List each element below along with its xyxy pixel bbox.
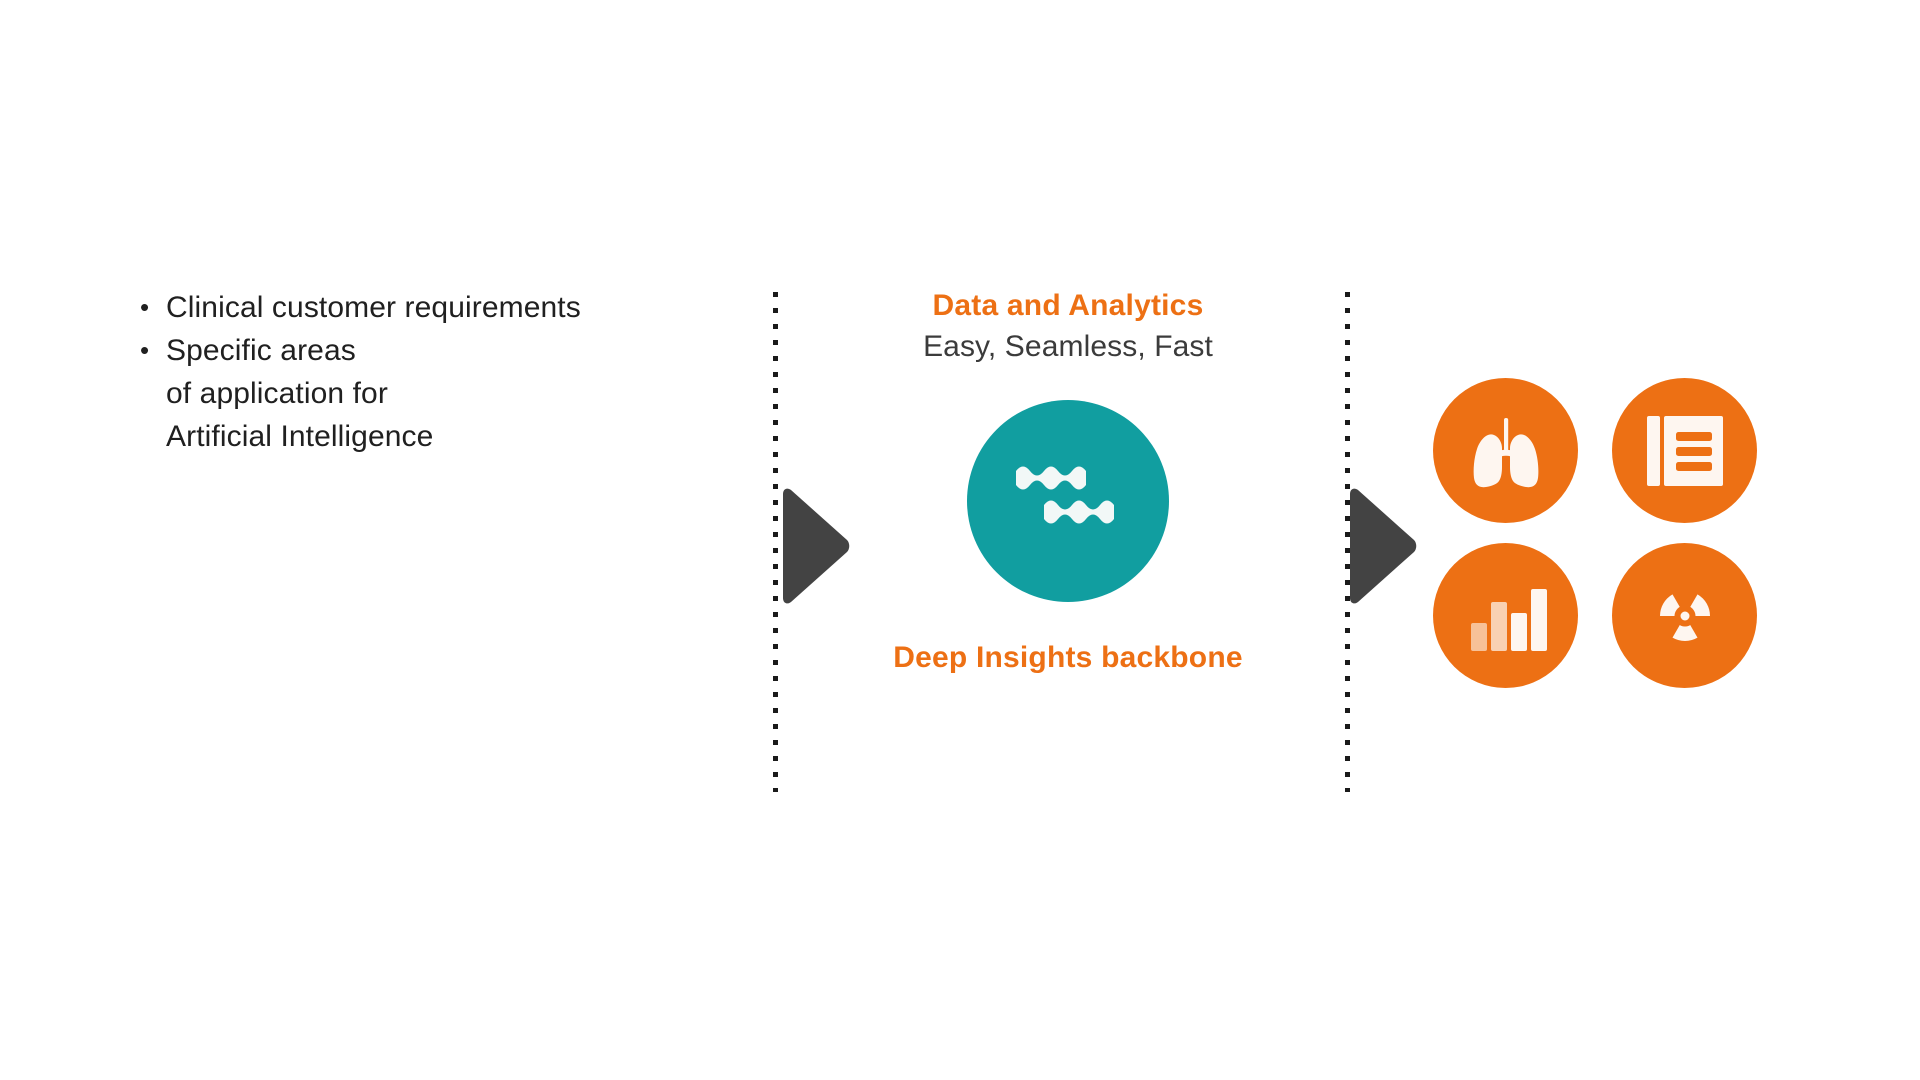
list-item: • Clinical customer requirements xyxy=(140,286,660,329)
bar-chart-icon xyxy=(1470,588,1547,651)
bullet-text: Specific areas of application for Artifi… xyxy=(166,334,434,453)
dotted-divider-1 xyxy=(773,292,778,792)
center-column: Data and Analytics Easy, Seamless, Fast … xyxy=(818,286,1318,678)
data-waves-icon xyxy=(1016,466,1114,524)
teal-circle xyxy=(967,400,1169,602)
report-book-icon xyxy=(1646,415,1723,486)
application-area-radiology[interactable] xyxy=(1612,543,1757,688)
bullet-point-icon: • xyxy=(140,335,150,365)
application-area-lungs[interactable] xyxy=(1433,378,1578,523)
lungs-icon xyxy=(1473,417,1538,487)
application-areas-icon-grid xyxy=(1433,378,1757,688)
bullet-text: Clinical customer requirements xyxy=(166,291,581,324)
flow-arrow-2-icon xyxy=(1345,487,1417,605)
deep-insights-badge xyxy=(818,400,1318,602)
radiology-icon xyxy=(1659,593,1710,641)
flow-arrow-1-icon xyxy=(778,487,850,605)
bullet-point-icon: • xyxy=(140,292,150,322)
center-title: Data and Analytics xyxy=(932,289,1204,322)
application-area-analytics[interactable] xyxy=(1433,543,1578,688)
center-subtitle: Easy, Seamless, Fast xyxy=(923,330,1213,363)
application-area-report[interactable] xyxy=(1612,378,1757,523)
list-item: • Specific areas of application for Arti… xyxy=(140,329,660,458)
dotted-divider-2 xyxy=(1345,292,1350,792)
center-caption: Deep Insights backbone xyxy=(893,641,1243,674)
requirements-bullet-list: • Clinical customer requirements • Speci… xyxy=(140,286,660,458)
